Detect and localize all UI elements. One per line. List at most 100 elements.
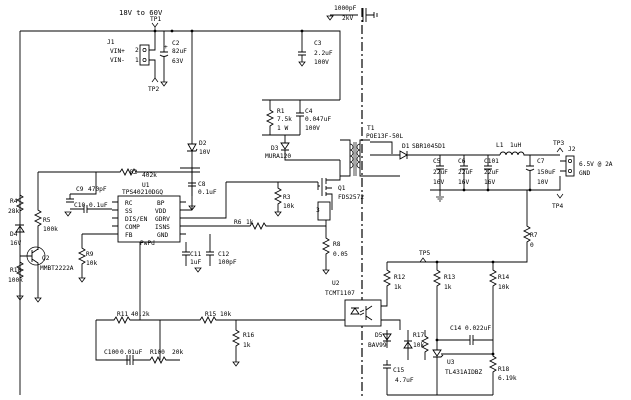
r4-resistor: R4 28k: [8, 194, 25, 215]
svg-text:10k: 10k: [283, 203, 294, 210]
svg-text:22uF: 22uF: [458, 169, 473, 176]
tp3-testpoint: TP3: [553, 140, 564, 153]
tp4-testpoint: TP4: [552, 193, 563, 210]
c100-capacitor: C100 0.01uF: [104, 349, 143, 365]
vin-rail-wire: [20, 30, 341, 100]
svg-text:C12: C12: [218, 251, 229, 258]
svg-text:C6: C6: [458, 158, 466, 165]
svg-text:470pF: 470pF: [88, 186, 107, 193]
svg-text:R3: R3: [283, 194, 291, 201]
svg-text:MURA120: MURA120: [265, 153, 291, 160]
svg-text:10V: 10V: [537, 179, 548, 186]
svg-text:1uF: 1uF: [190, 259, 201, 266]
svg-text:7.5k: 7.5k: [277, 116, 292, 123]
output-return-wire: [392, 175, 561, 196]
svg-text:40.2k: 40.2k: [131, 311, 150, 318]
svg-text:0.01uF: 0.01uF: [120, 349, 143, 356]
c10-capacitor: C10 0.1uF: [64, 202, 112, 217]
svg-text:J2: J2: [568, 146, 576, 153]
svg-text:C15: C15: [393, 367, 404, 374]
svg-text:TP2: TP2: [148, 86, 159, 93]
svg-text:1k: 1k: [243, 342, 251, 349]
svg-text:T1: T1: [367, 125, 375, 132]
svg-text:R8: R8: [333, 241, 341, 248]
svg-text:C5: C5: [433, 158, 441, 165]
r17-resistor: R17 10k: [413, 330, 430, 360]
svg-text:10k: 10k: [220, 311, 231, 318]
svg-text:6.19k: 6.19k: [498, 375, 517, 382]
svg-text:R2: R2: [130, 169, 138, 176]
svg-text:R5: R5: [43, 217, 51, 224]
svg-text:R12: R12: [394, 274, 405, 281]
tp5-testpoint: TP5: [419, 250, 430, 263]
r100-resistor: R100 20k: [133, 349, 183, 365]
svg-text:402k: 402k: [142, 172, 157, 179]
svg-text:R1: R1: [277, 108, 285, 115]
svg-text:2: 2: [135, 47, 139, 54]
svg-text:28k: 28k: [8, 208, 19, 215]
svg-text:C3: C3: [314, 40, 322, 47]
c4-capacitor: C4 0.047uF 100V: [296, 100, 331, 135]
l1-inductor: L1 1uH: [426, 142, 560, 156]
r7-resistor: R7 0: [387, 190, 538, 263]
svg-text:GDRV: GDRV: [155, 216, 170, 223]
c12-capacitor: C12 100pF: [194, 234, 237, 273]
r9-resistor: R9 10k: [77, 233, 112, 283]
svg-text:L1: L1: [496, 142, 504, 149]
svg-text:Q2: Q2: [42, 255, 50, 262]
c7-capacitor: C7 150uF 10V: [525, 155, 556, 190]
svg-text:C100: C100: [104, 349, 119, 356]
r14-resistor: R14 10k: [488, 262, 509, 340]
r8-resistor: R8 0.05: [321, 226, 348, 275]
svg-text:100k: 100k: [43, 226, 58, 233]
svg-text:1: 1: [135, 57, 139, 64]
c2-capacitor: + C2 82uF 63V: [159, 31, 187, 87]
r11-resistor: R11 40.2k: [95, 311, 161, 361]
c-1000pf-capacitor: 1000pF 2kV: [326, 5, 378, 22]
svg-text:DIS/EN: DIS/EN: [125, 216, 148, 223]
svg-text:4.7uF: 4.7uF: [395, 377, 414, 384]
svg-text:100k: 100k: [8, 277, 23, 284]
svg-text:RC: RC: [125, 200, 133, 207]
r16-resistor: R16 1k: [231, 320, 254, 367]
svg-text:TP4: TP4: [552, 203, 563, 210]
svg-text:D3: D3: [271, 145, 279, 152]
svg-text:3: 3: [316, 207, 320, 214]
c5-capacitor: C5 22uF 16V: [433, 155, 448, 190]
svg-text:0: 0: [530, 242, 534, 249]
d2-zener-diode: D2 10V: [187, 31, 210, 210]
svg-text:22uF: 22uF: [433, 169, 448, 176]
input-range-label: 18V to 60V: [119, 8, 163, 17]
svg-text:100pF: 100pF: [218, 259, 237, 266]
svg-text:0.022uF: 0.022uF: [465, 325, 491, 332]
svg-text:TPS40210DGQ: TPS40210DGQ: [122, 189, 163, 196]
j2-output-connector: J2 6.5V @ 2A GND: [560, 146, 613, 177]
svg-text:1k: 1k: [246, 219, 254, 226]
svg-text:1 W: 1 W: [277, 125, 288, 132]
svg-text:R16: R16: [243, 332, 254, 339]
svg-text:2kV: 2kV: [342, 15, 353, 22]
svg-text:10k: 10k: [86, 260, 97, 267]
svg-text:R9: R9: [86, 251, 94, 258]
q2-transistor: Q2 MMBT2222A: [20, 246, 74, 298]
svg-text:J1: J1: [107, 39, 115, 46]
c6-capacitor: C6 22uF 16V: [458, 155, 473, 190]
tp2-testpoint: TP2: [148, 77, 159, 93]
svg-text:C11: C11: [190, 251, 201, 258]
svg-text:C14: C14: [450, 325, 461, 332]
svg-text:R14: R14: [498, 274, 509, 281]
svg-text:TP1: TP1: [150, 16, 161, 23]
j1-connector: J1 VIN+ VIN- 21: [107, 31, 156, 78]
svg-text:0.05: 0.05: [333, 251, 348, 258]
d4-zener-diode: D4 16V: [10, 224, 25, 247]
svg-text:MMBT2222A: MMBT2222A: [40, 265, 74, 272]
svg-text:150uF: 150uF: [537, 169, 556, 176]
svg-text:TL431AIDBZ: TL431AIDBZ: [445, 369, 483, 376]
svg-text:R100: R100: [150, 349, 165, 356]
u3-shunt-regulator: U3 TL431AIDBZ: [432, 340, 493, 395]
svg-text:C2: C2: [172, 40, 180, 47]
svg-text:20k: 20k: [172, 349, 183, 356]
c15-capacitor: C15 4.7uF: [383, 360, 414, 395]
svg-text:82uF: 82uF: [172, 48, 187, 55]
